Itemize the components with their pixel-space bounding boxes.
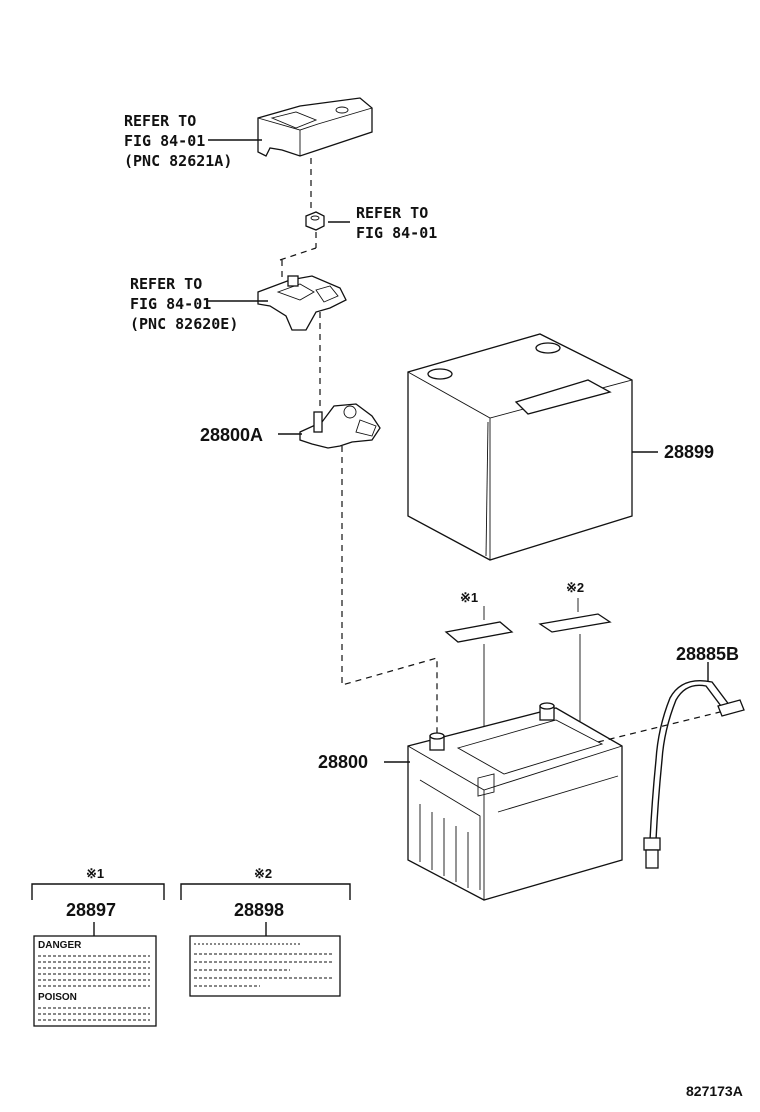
specification-label: [189, 935, 341, 997]
label-sticker-1: [444, 621, 514, 643]
note-mark-1: ※1: [460, 590, 478, 605]
nut-ref-line1: REFER TO: [356, 204, 428, 222]
part-number-battery-cover: 28899: [664, 442, 714, 462]
danger-label: [33, 935, 157, 1027]
part-number-terminal: 28800A: [200, 425, 263, 445]
legend-1-mark: ※1: [86, 866, 104, 881]
clamp-ref-line2: FIG 84-01: [130, 295, 211, 313]
legend-1-part-number: 28897: [66, 900, 116, 920]
part-number-battery: 28800: [318, 752, 368, 772]
note-mark-2: ※2: [566, 580, 584, 595]
vent-hose-part: [643, 680, 745, 869]
label-sticker-2: [538, 613, 612, 633]
battery-part: [407, 702, 623, 901]
clamp-ref-line3: (PNC 82620E): [130, 315, 238, 333]
clamp-part: [257, 275, 347, 331]
figure-id: 827173A: [686, 1083, 743, 1099]
part-number-vent-hose: 28885B: [676, 644, 739, 664]
danger-label-title: DANGER: [38, 940, 82, 951]
cover-ref-line2: FIG 84-01: [124, 132, 205, 150]
battery-cover-part: [407, 333, 633, 561]
poison-label-title: POISON: [38, 992, 77, 1003]
cover-ref-line1: REFER TO: [124, 112, 196, 130]
legend-box-1: ※1 28897 DANGER POISON: [31, 866, 165, 1027]
clamp-ref-line1: REFER TO: [130, 275, 202, 293]
legend-box-2: ※2 28898: [180, 866, 351, 997]
terminal-part: [299, 403, 381, 449]
terminal-cover-part: [257, 97, 373, 157]
legend-2-part-number: 28898: [234, 900, 284, 920]
nut-part: [305, 211, 325, 231]
legend-2-mark: ※2: [254, 866, 272, 881]
cover-ref-line3: (PNC 82621A): [124, 152, 232, 170]
nut-ref-line2: FIG 84-01: [356, 224, 437, 242]
